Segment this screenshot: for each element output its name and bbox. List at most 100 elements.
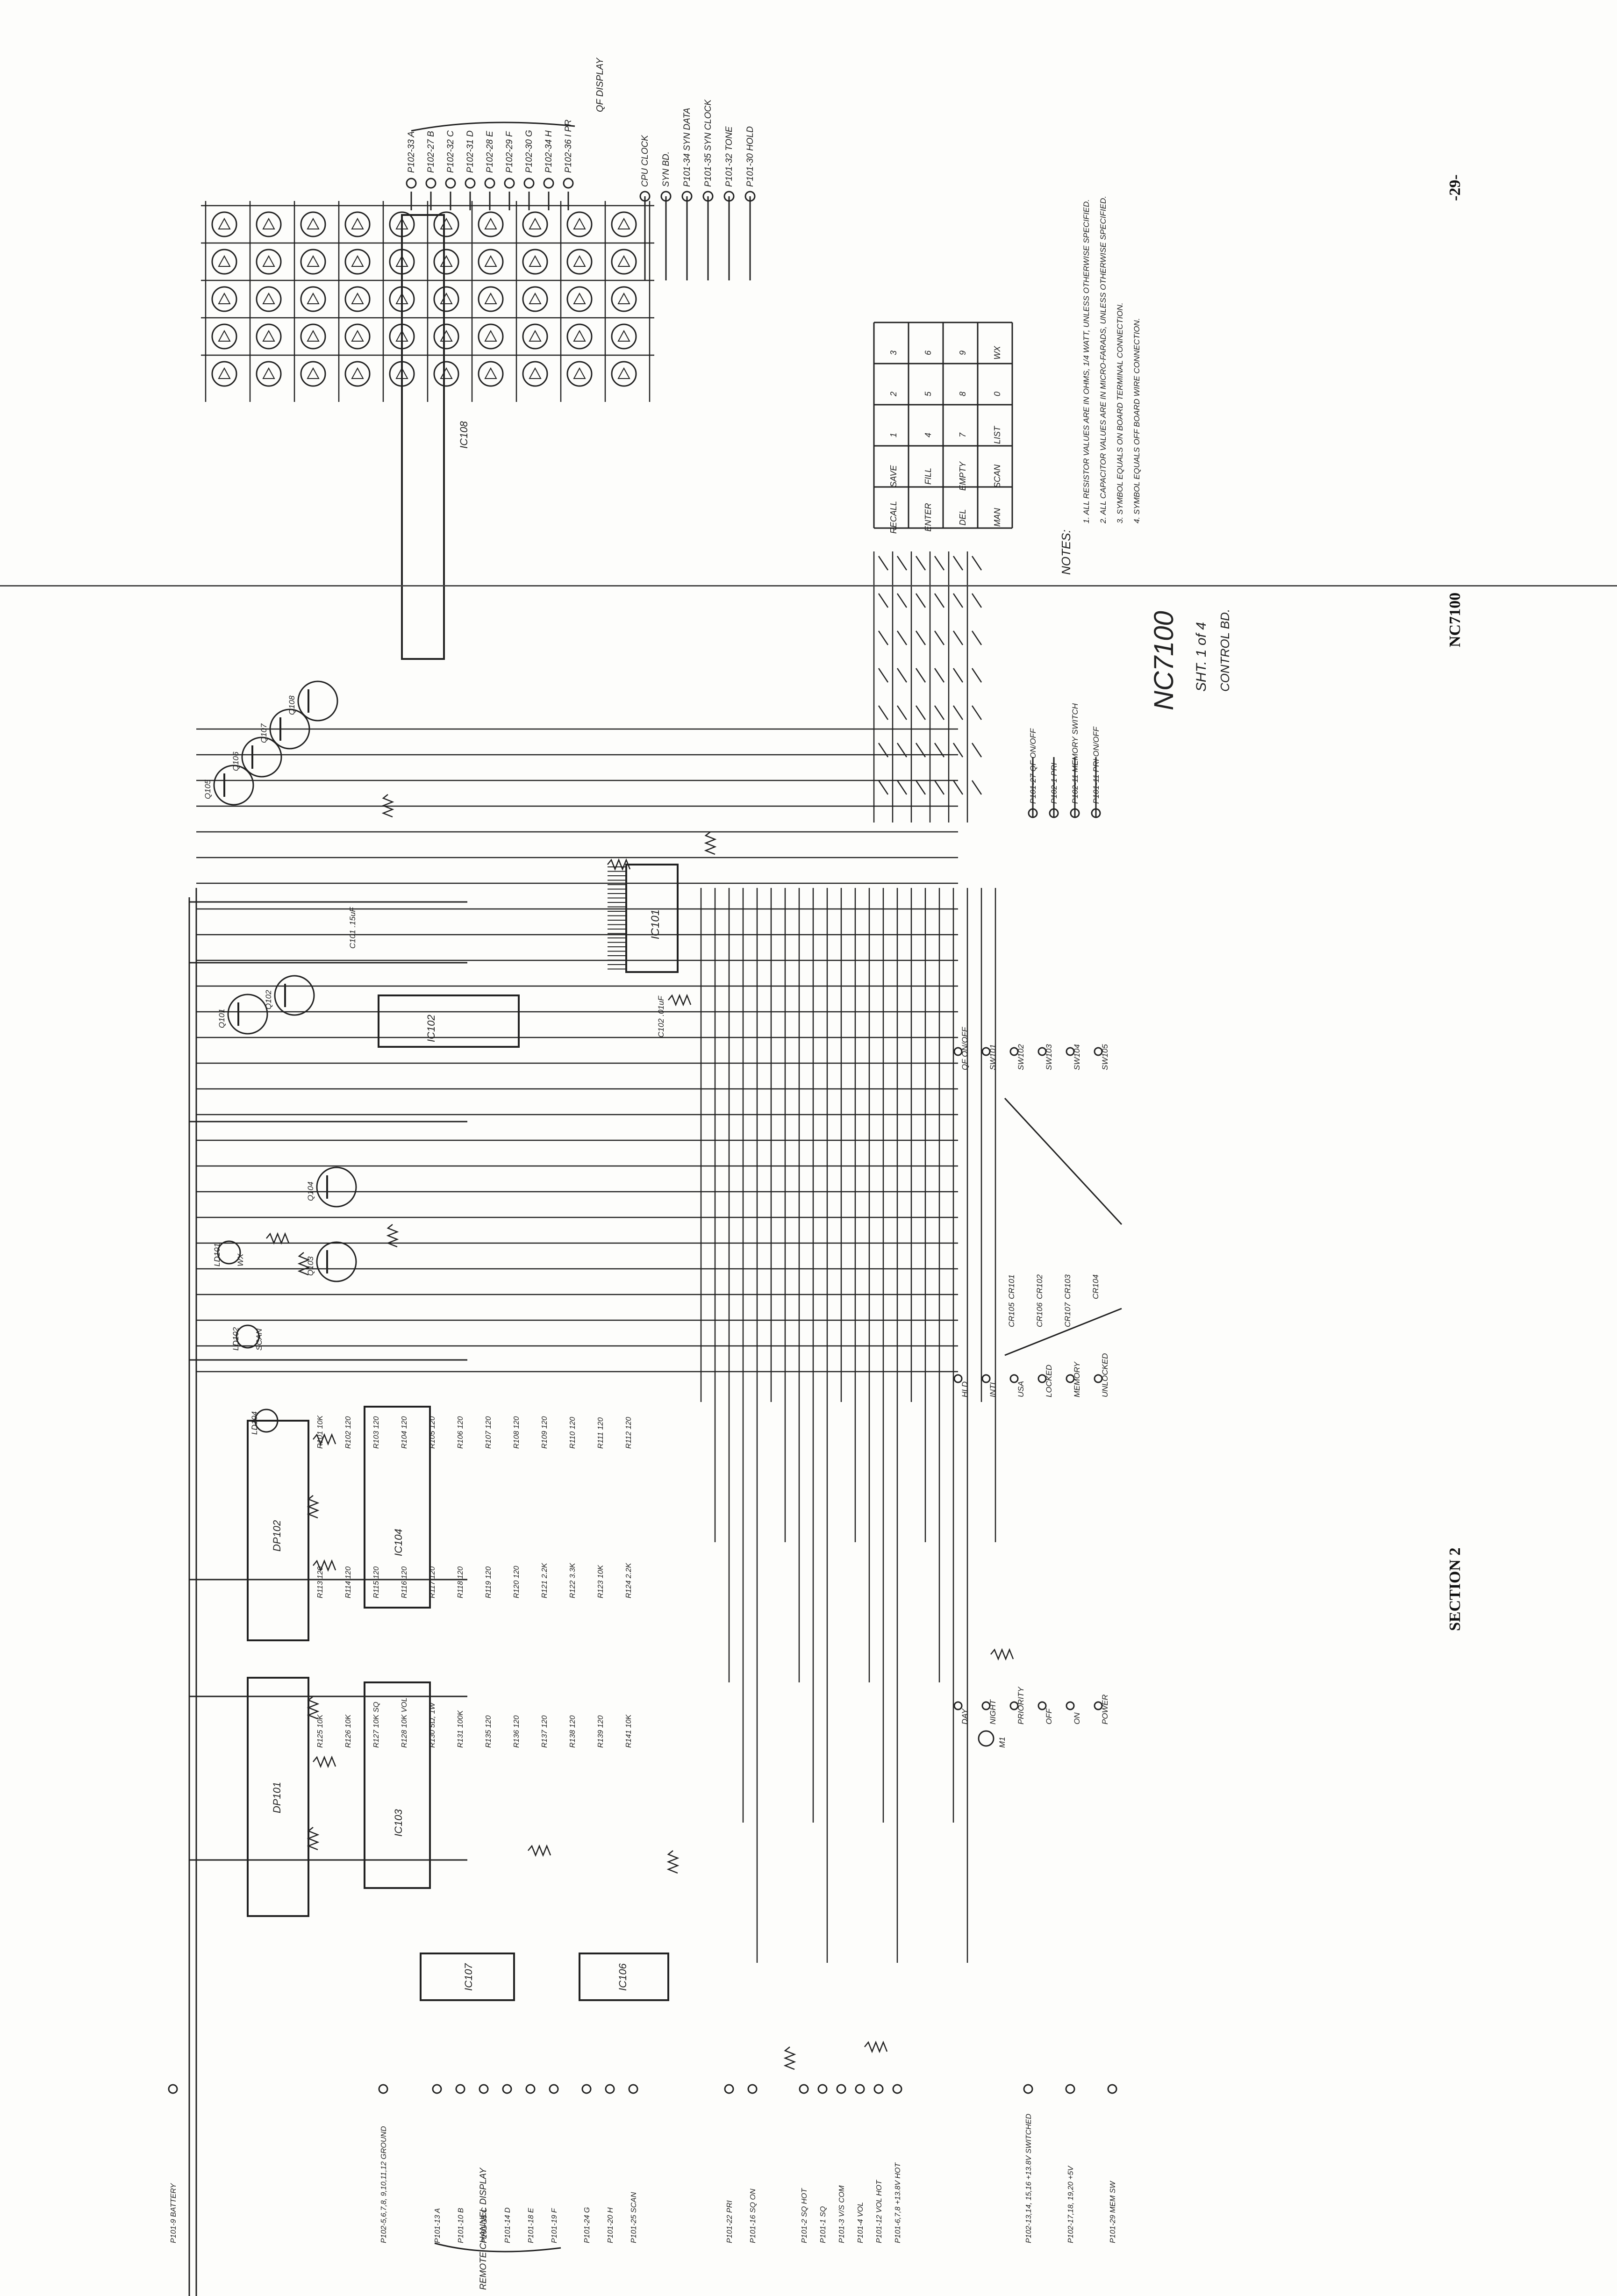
led-diode-symbol [307,367,320,379]
resistor-symbol [864,2040,888,2053]
led-caption: SCAN [255,1328,264,1351]
led-diode-symbol [351,217,364,229]
connector-terminal [523,178,535,189]
led-element [611,361,637,387]
keypad-key-label: 7 [958,432,967,437]
led-diode-symbol [262,217,275,229]
ic104-label: IC104 [393,1529,404,1556]
led-element [566,211,593,237]
ic107 [420,1953,515,2001]
resistor-symbol [990,1648,1014,1661]
qf-display-brace [411,122,575,132]
led-diode-symbol [307,329,320,342]
led-element [211,249,237,275]
switch-label: LOCKED [1045,1365,1053,1397]
note-item: 2. ALL CAPACITOR VALUES ARE IN MICRO-FAR… [1099,196,1108,524]
led-diode-symbol [262,255,275,267]
resistor-label: R137 120 [541,1716,549,1748]
switch-label: POWER [1101,1695,1109,1724]
led-element [566,361,593,387]
resistor-label: R123 10K [597,1565,605,1598]
connector-terminal [543,178,554,189]
connector-terminal [563,178,574,189]
keypad-key-label: LIST [993,425,1002,444]
led-diode-symbol [573,367,586,379]
resistor-label: R131 100K [457,1710,465,1748]
led-element [300,211,326,237]
resistor-label: R141 10K [625,1714,633,1748]
connector-terminal [549,2084,559,2094]
right-connector-label: CPU CLOCK [640,135,650,187]
left-connector-label: P101-4 VOL [857,2202,865,2243]
capacitor-label: C102 .01uF [657,995,665,1037]
connector-terminal [681,191,693,202]
led-element [344,361,371,387]
keypad-key-label: SCAN [993,464,1002,488]
left-connector-label: P101-16 SQ ON [749,2189,757,2243]
resistor-label: R110 120 [569,1417,577,1449]
switch-contact [953,1374,963,1383]
transistor-label: Q102 [264,990,273,1009]
switch-contact [981,1047,991,1056]
connector-terminal [168,2084,178,2094]
keypad-key-label: ENTER [923,503,933,531]
resistor-label: R102 120 [344,1416,352,1449]
led-element [566,323,593,350]
resistor-symbol [381,794,394,818]
connector-terminal [892,2084,902,2094]
led-element [433,361,459,387]
resistor-label: R113 120 [316,1566,324,1598]
resistor-label: R117 120 [429,1566,436,1598]
led-diode-symbol [351,292,364,304]
resistor-symbol [666,1850,680,1874]
resistor-label: R114 120 [344,1566,352,1598]
switch-contact [1066,1374,1075,1383]
led-element [236,1324,260,1349]
connector-terminal [455,2084,465,2094]
led-element [344,211,371,237]
led-diode-symbol [617,292,630,304]
top-connector-label: P102-29 F [505,131,515,173]
transistor [316,1166,357,1208]
led-element [433,211,459,237]
top-connector-label: P102-34 H [544,130,554,173]
connector-terminal [1028,808,1038,818]
transistor-label: Q106 [231,751,240,771]
remote-brace [434,2242,561,2253]
diode-label: CR101 [1007,1274,1016,1299]
led-element [254,1409,279,1433]
resistor-symbol [386,1224,399,1248]
resistor-label: R109 120 [541,1416,549,1449]
connector-terminal [378,2084,388,2094]
resistor-symbol [297,1252,310,1276]
left-connector-label: P101-6,7,8 +13.8V HOT [894,2162,902,2243]
led-element [566,286,593,312]
resistor-label: R101 10K [316,1415,324,1449]
led-element [300,323,326,350]
resistor-label: R138 120 [569,1716,577,1748]
switch-contact [981,1701,991,1710]
title-block-model: NC7100 [1149,611,1179,710]
led-diode-symbol [440,329,453,342]
transistor [241,737,282,778]
transistor-label: Q107 [259,723,268,743]
qf-display-label: QF DISPLAY [595,57,605,112]
switch-label: DAY [960,1708,969,1724]
led-element [478,323,504,350]
transistor [227,994,268,1035]
left-connector-label: P101-1 SQ [819,2206,827,2243]
resistor-label: R135 120 [485,1716,493,1748]
switch-contact [1009,1047,1019,1056]
dp102-label: DP102 [271,1520,283,1552]
led-element [478,211,504,237]
led-element [256,286,282,312]
keypad-key-label: 0 [993,392,1002,396]
connector-terminal [502,2084,512,2094]
led-diode-symbol [218,217,231,229]
led-element [300,361,326,387]
resistor-symbol [307,1495,320,1519]
led-diode-symbol [484,217,497,229]
switch-label: UNLOCKED [1101,1353,1109,1397]
